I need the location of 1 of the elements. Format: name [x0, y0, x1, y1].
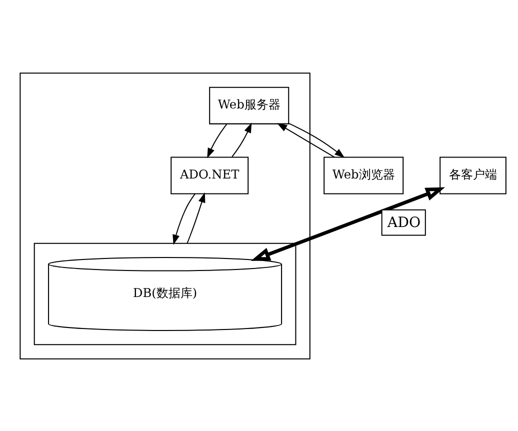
edge-label: ADO — [387, 214, 421, 230]
